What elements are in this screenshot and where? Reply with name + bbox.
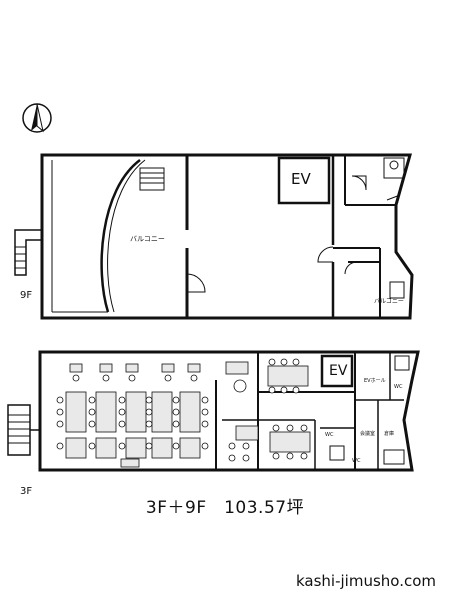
balcony-label-small: バルコニー [374,298,404,305]
ev-label-9f: EV [291,170,311,188]
ev-hall-label: EVホール [364,378,386,384]
floor-label-3f: 3F [20,486,33,497]
site-watermark: kashi-jimusho.com [295,572,436,590]
wc-label-1: WC [394,384,403,390]
plan-9f [14,153,414,320]
ev-label-3f: EV [329,363,348,379]
floor-label-9f: 9F [20,290,33,301]
plan-3f [7,350,420,472]
area-summary: 3F＋9F 103.57坪 [145,498,305,518]
desk-clusters [56,358,311,468]
north-arrow-icon [22,103,52,133]
wc-label-3: WC [352,458,361,464]
room-label-b: 倉庫 [384,431,395,437]
balcony-label-large: バルコニー [130,235,165,243]
wc-label-2: WC [325,432,334,438]
room-label-a: 会議室 [360,431,376,437]
